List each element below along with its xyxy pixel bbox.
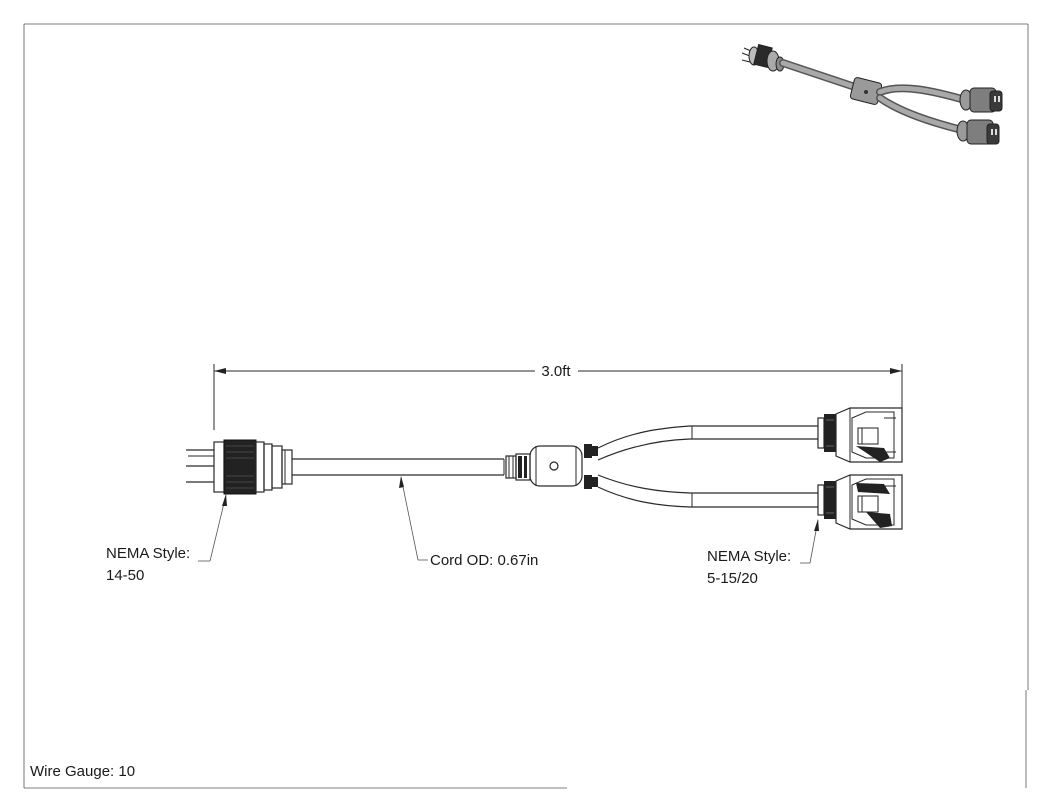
wire-gauge-label: Wire Gauge: 10 <box>30 763 135 780</box>
plug-leader <box>198 494 227 562</box>
overall-length-label: 3.0ft <box>541 363 571 380</box>
receptacle-leader <box>800 519 819 564</box>
lower-receptacle-drawing <box>817 474 903 530</box>
main-cord <box>292 458 505 476</box>
upper-branch-cord <box>597 425 818 461</box>
lower-branch-cord <box>597 474 818 508</box>
sheet-border <box>23 23 1029 789</box>
cord-od-label: Cord OD: 0.67in <box>430 552 538 569</box>
splitter-junction <box>505 444 598 489</box>
receptacle-nema-style-label: NEMA Style: <box>707 548 791 565</box>
plug-nema-style-label: NEMA Style: <box>106 545 190 562</box>
receptacle-nema-style-value: 5-15/20 <box>707 570 758 587</box>
plug-drawing <box>186 439 293 495</box>
y-splitter-cord-isometric-icon <box>741 43 1003 145</box>
overall-length-dimension: 3.0ft <box>213 363 903 430</box>
cord-leader <box>399 476 428 561</box>
plug-nema-style-value: 14-50 <box>106 567 144 584</box>
upper-receptacle-drawing <box>817 407 903 463</box>
